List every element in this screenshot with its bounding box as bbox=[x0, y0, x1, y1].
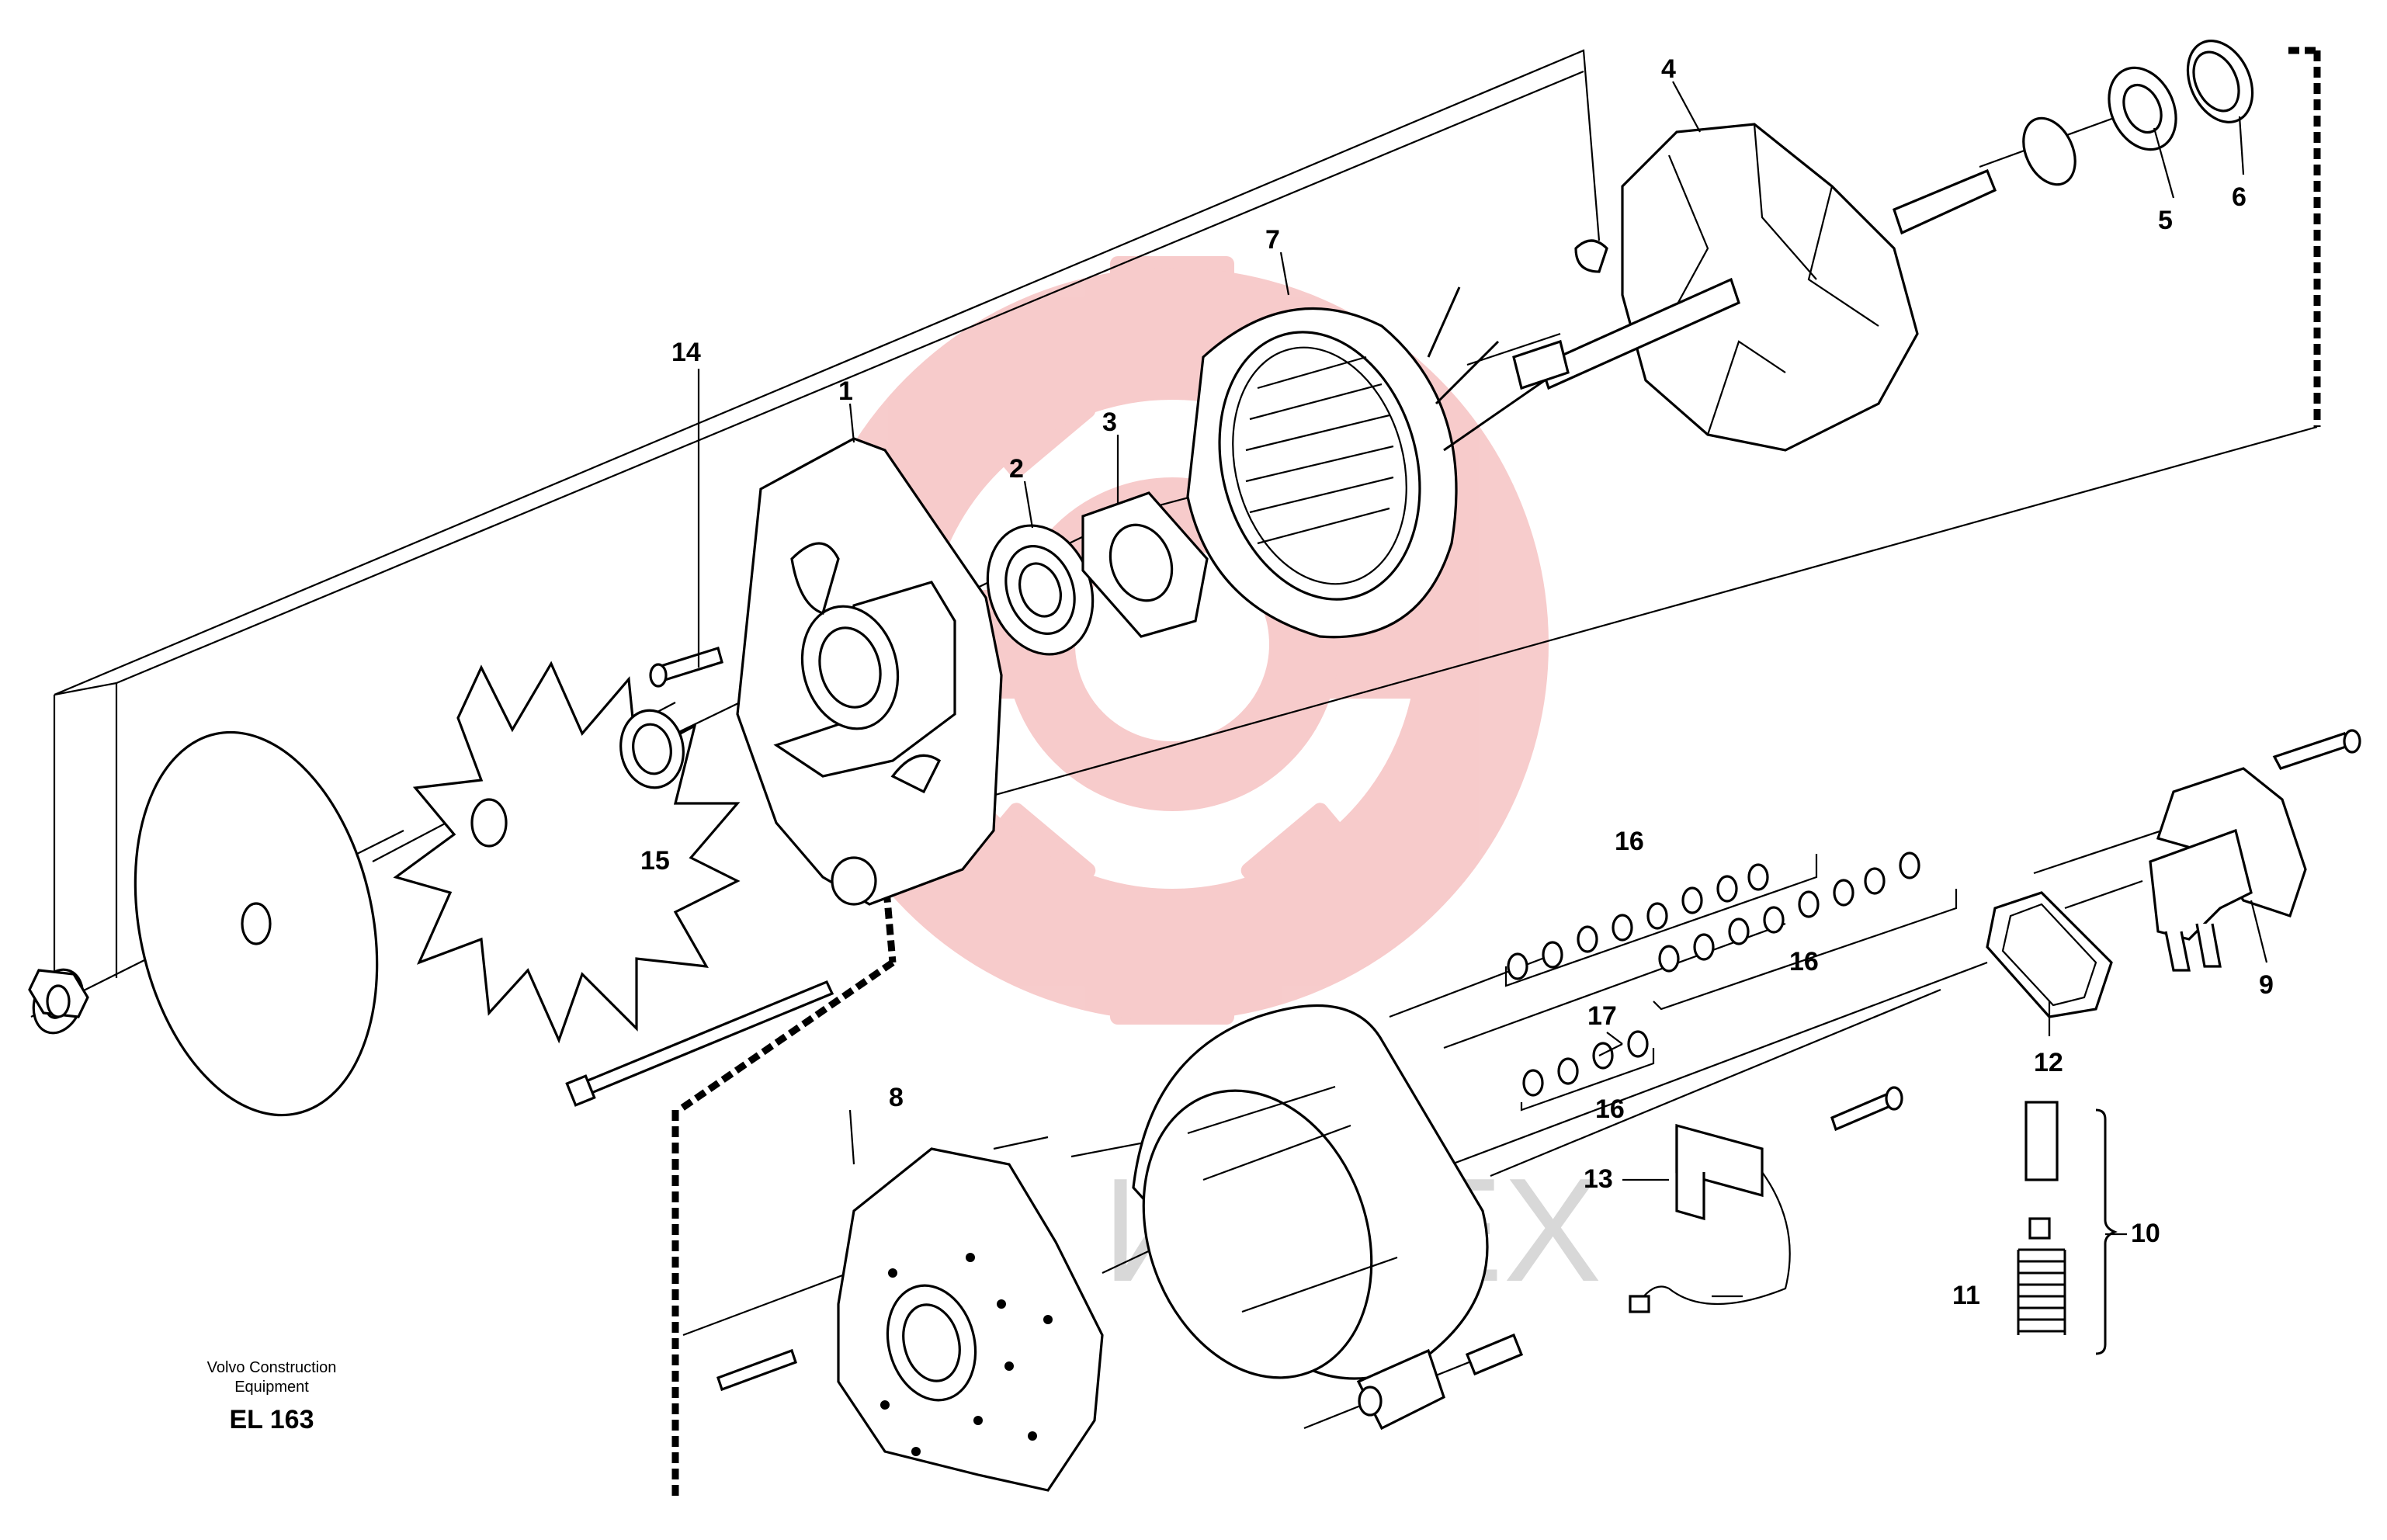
callout-6: 6 bbox=[2232, 182, 2246, 212]
callout-16-lower: 16 bbox=[1595, 1094, 1625, 1124]
callout-13: 13 bbox=[1584, 1164, 1613, 1194]
callout-16-right: 16 bbox=[1789, 947, 1819, 976]
callout-12: 12 bbox=[2034, 1048, 2063, 1077]
callout-9: 9 bbox=[2259, 970, 2274, 1000]
through-bolt-part bbox=[565, 980, 834, 1107]
bearing-retainer-part bbox=[1081, 491, 1209, 638]
callout-5: 5 bbox=[2158, 206, 2173, 235]
callout-17: 17 bbox=[1587, 1001, 1617, 1031]
brush-spring-part bbox=[2017, 1101, 2118, 1355]
callout-8: 8 bbox=[889, 1083, 904, 1112]
bearing-part bbox=[986, 524, 1095, 656]
pulley-part bbox=[134, 730, 379, 1117]
suppressor-part bbox=[1629, 1086, 1903, 1313]
callout-10: 10 bbox=[2131, 1219, 2160, 1248]
rectifier-housing-part bbox=[1132, 1004, 1524, 1431]
regulator-part bbox=[1986, 729, 2361, 1018]
screw-part bbox=[649, 646, 723, 688]
callout-16-top: 16 bbox=[1615, 827, 1644, 856]
slip-ring-bracket-part bbox=[716, 1147, 1104, 1492]
rotor-part bbox=[1512, 123, 1997, 452]
callout-4: 4 bbox=[1661, 54, 1676, 84]
callout-3: 3 bbox=[1102, 408, 1117, 437]
washers-16-part bbox=[1504, 852, 1958, 1112]
caption-maker-line2: Equipment bbox=[234, 1379, 309, 1396]
callout-2: 2 bbox=[1009, 454, 1024, 484]
stator-part bbox=[1186, 286, 1546, 639]
caption-block: Volvo Construction Equipment EL 163 bbox=[207, 1359, 337, 1434]
drive-end-bracket-part bbox=[736, 437, 1003, 906]
callout-labels: 1 2 3 4 5 6 7 8 9 10 11 12 13 14 15 16 1… bbox=[640, 54, 2274, 1310]
nut-washer-part bbox=[28, 968, 89, 1035]
spacer-part bbox=[619, 709, 685, 789]
caption-code: EL 163 bbox=[229, 1405, 314, 1434]
callout-11: 11 bbox=[1952, 1281, 1980, 1310]
caption-maker: Volvo Construction bbox=[207, 1359, 337, 1376]
callout-7: 7 bbox=[1265, 225, 1280, 255]
leader-lines bbox=[697, 81, 2268, 1298]
fan-part bbox=[393, 661, 741, 1044]
rear-bearing-part bbox=[2022, 40, 2254, 186]
callout-15: 15 bbox=[640, 846, 670, 876]
callout-1: 1 bbox=[838, 376, 853, 406]
callout-14: 14 bbox=[671, 338, 701, 367]
